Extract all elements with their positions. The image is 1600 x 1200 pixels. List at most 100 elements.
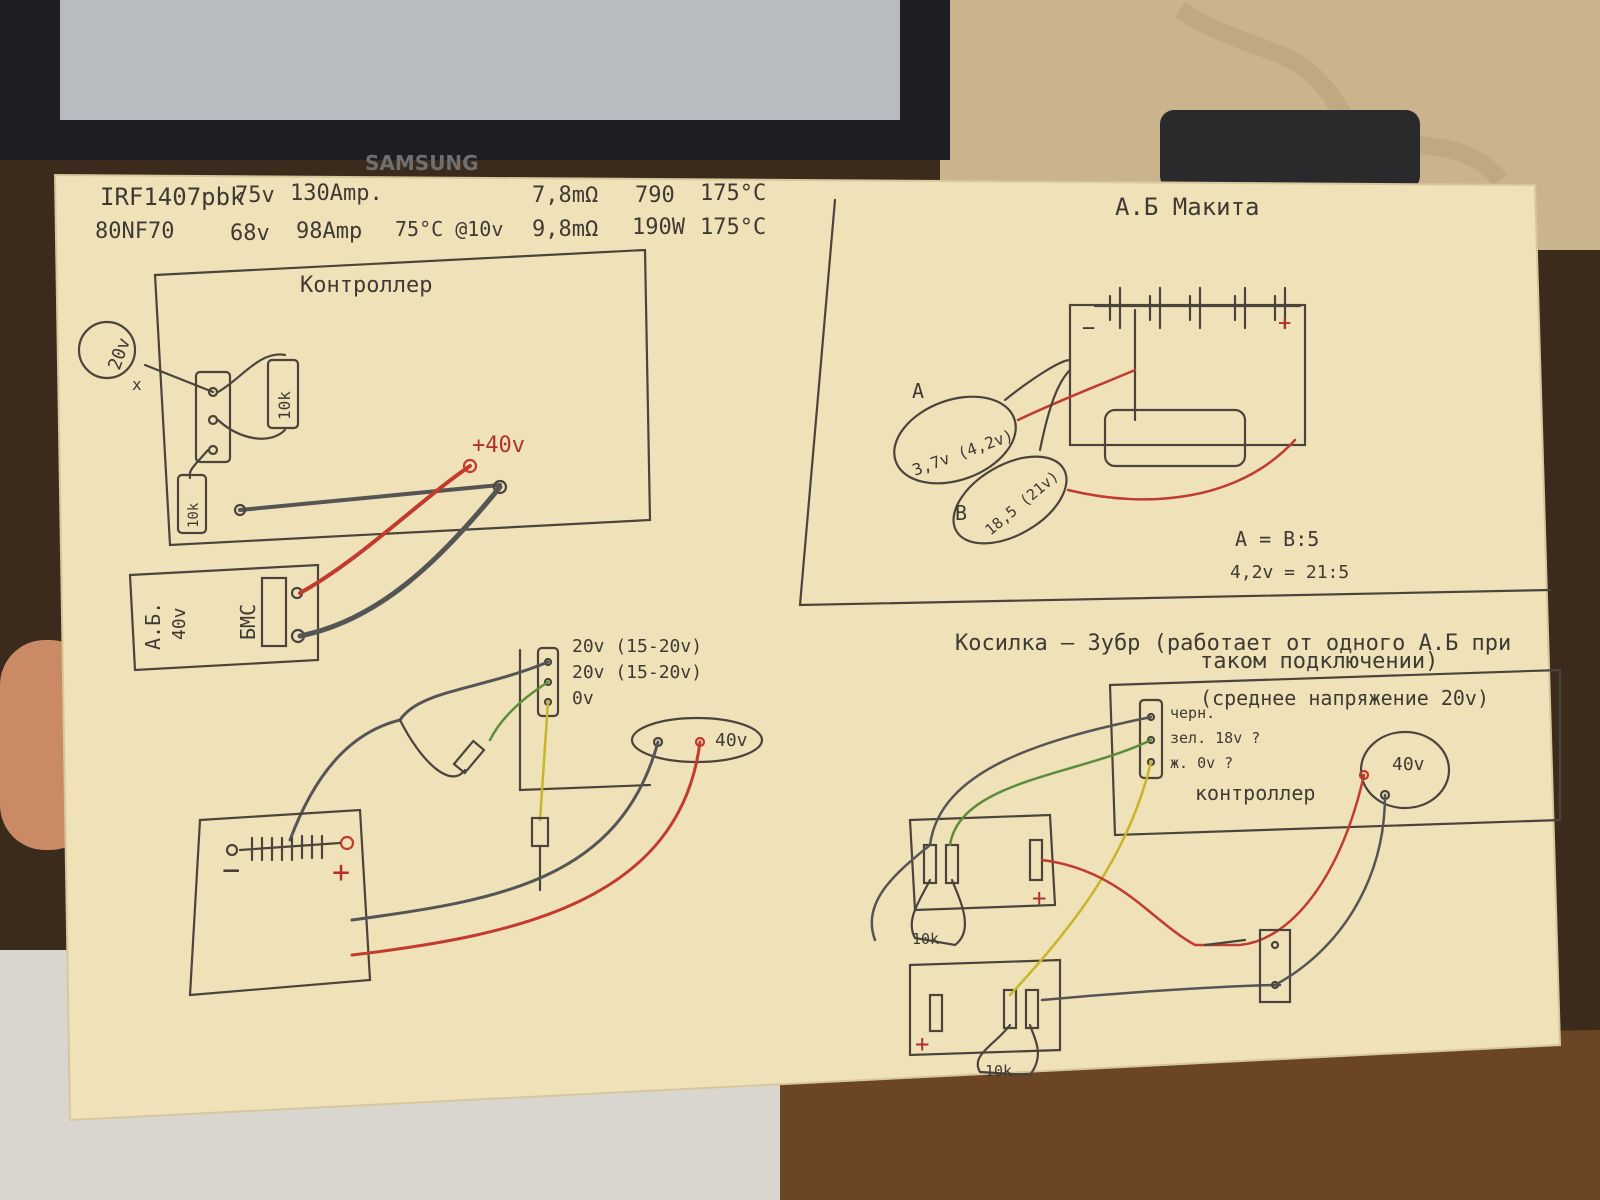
terminal-plus — [462, 458, 478, 474]
black-wire — [1040, 983, 1282, 1002]
controller-box — [153, 248, 652, 547]
voltage-40v: 40v — [715, 730, 748, 751]
wire — [1003, 358, 1072, 402]
red-wire — [1066, 438, 1297, 501]
pin-label: черн. — [1170, 704, 1215, 722]
minus-sign: − — [222, 853, 240, 888]
connector-block — [194, 370, 232, 464]
monitor-screen — [60, 0, 900, 120]
switch-link — [1203, 938, 1247, 947]
battery-box — [188, 808, 372, 997]
red-wire — [350, 740, 702, 957]
bms-module — [260, 576, 288, 648]
resistor-label: 10k — [985, 1062, 1012, 1080]
right-section-frame — [798, 198, 1552, 607]
plus-sign: + — [332, 855, 350, 890]
resistor-label: 10k — [186, 502, 202, 528]
terminal — [233, 503, 247, 517]
terminal-slot — [944, 843, 960, 885]
controller-box-right — [1108, 668, 1562, 837]
controller-label-right: контроллер — [1195, 781, 1315, 805]
wire — [216, 418, 287, 440]
header-line1-part: 790 — [635, 183, 675, 208]
pin-label: 20v (15-20v) — [572, 662, 702, 683]
pin — [1270, 940, 1280, 950]
header-line2-part: 75°C @10v — [395, 217, 503, 241]
pin — [1270, 980, 1280, 990]
pin-label: 20v (15-20v) — [572, 636, 702, 657]
bubble-b-letter: B — [955, 501, 967, 525]
wire — [1038, 368, 1072, 452]
pin — [543, 677, 553, 687]
cell-series — [1093, 286, 1302, 330]
resistor-top — [266, 358, 300, 430]
red-wire — [1016, 368, 1137, 422]
bubble-b — [952, 455, 1068, 545]
pin-label: 0v — [572, 688, 594, 709]
voltage-bubble — [1359, 730, 1451, 810]
header-line1-part: 7,8mΩ — [532, 183, 598, 208]
connector-pins — [1138, 698, 1164, 780]
plus-sign: + — [915, 1030, 929, 1058]
red-wire — [298, 464, 472, 595]
black-wire — [870, 715, 1153, 942]
resistor-label: 10k — [912, 930, 939, 948]
bubble-a-letter: A — [912, 379, 924, 403]
x-mark: x — [132, 375, 142, 394]
resistor-loop — [976, 1023, 1040, 1077]
wire-loop — [398, 718, 467, 778]
black-wire — [350, 740, 660, 922]
terminal — [492, 479, 508, 495]
terminal-slot — [928, 993, 944, 1033]
header-line1-part: IRF1407pbk — [100, 183, 245, 211]
ratio-line-1: A = B:5 — [1235, 527, 1319, 551]
header-line2-part: 68v — [230, 221, 270, 246]
box-outline — [518, 648, 652, 792]
resistor-label: 10k — [275, 391, 294, 420]
plus-sign: + — [1032, 884, 1046, 912]
battery-voltage: 40v — [169, 607, 190, 640]
bubble-a — [893, 395, 1017, 485]
header-line1-part: 175°C — [700, 181, 766, 206]
cell-stack — [238, 834, 342, 862]
bms-label: БМС — [236, 604, 260, 640]
header-line1-part: 130Amp. — [290, 181, 383, 206]
header-line2-part: 98Amp — [296, 219, 362, 244]
green-wire — [948, 738, 1153, 847]
pin — [1146, 735, 1156, 745]
battery-lower — [908, 958, 1062, 1057]
header-line1-part: 75v — [235, 183, 275, 208]
controller-title: Контроллер — [300, 273, 432, 298]
cell-plus: + — [1278, 311, 1291, 336]
cell-minus: − — [1082, 316, 1095, 341]
header-line2-part: 9,8mΩ — [532, 217, 598, 242]
battery-label: А.Б. — [141, 602, 165, 650]
battery-pack-box — [128, 563, 320, 672]
battery-upper — [908, 813, 1057, 912]
black-wire — [1273, 793, 1387, 987]
pin-label: зел. 18v ? — [1170, 729, 1260, 747]
controller-note: (среднее напряжение 20v) — [1200, 686, 1489, 710]
terminal-slot — [1002, 988, 1018, 1030]
zubr-heading-2: таком подключении) — [1200, 649, 1438, 674]
plus-40v-label: +40v — [472, 433, 525, 458]
voltage-40v-right: 40v — [1392, 754, 1425, 775]
header-line2-part: 175°C — [700, 215, 766, 240]
resistor-loop — [910, 878, 966, 947]
black-wire — [297, 484, 503, 639]
voltage-circle-20v — [77, 320, 137, 380]
header-line2-part: 190W — [632, 215, 686, 240]
switch-block — [1258, 928, 1292, 1004]
paper-card — [53, 173, 1562, 1122]
wire — [216, 353, 287, 394]
resistor-bottom — [176, 473, 208, 535]
green-wire — [488, 680, 550, 742]
zubr-heading-1: Косилка – Зубр (работает от одного А.Б п… — [955, 631, 1511, 656]
battery-minus-terminal — [225, 843, 239, 857]
speaker-device — [1160, 110, 1420, 190]
wire — [143, 363, 215, 394]
red-wire — [1040, 773, 1366, 947]
small-resistor — [452, 739, 486, 775]
wire — [188, 448, 210, 480]
